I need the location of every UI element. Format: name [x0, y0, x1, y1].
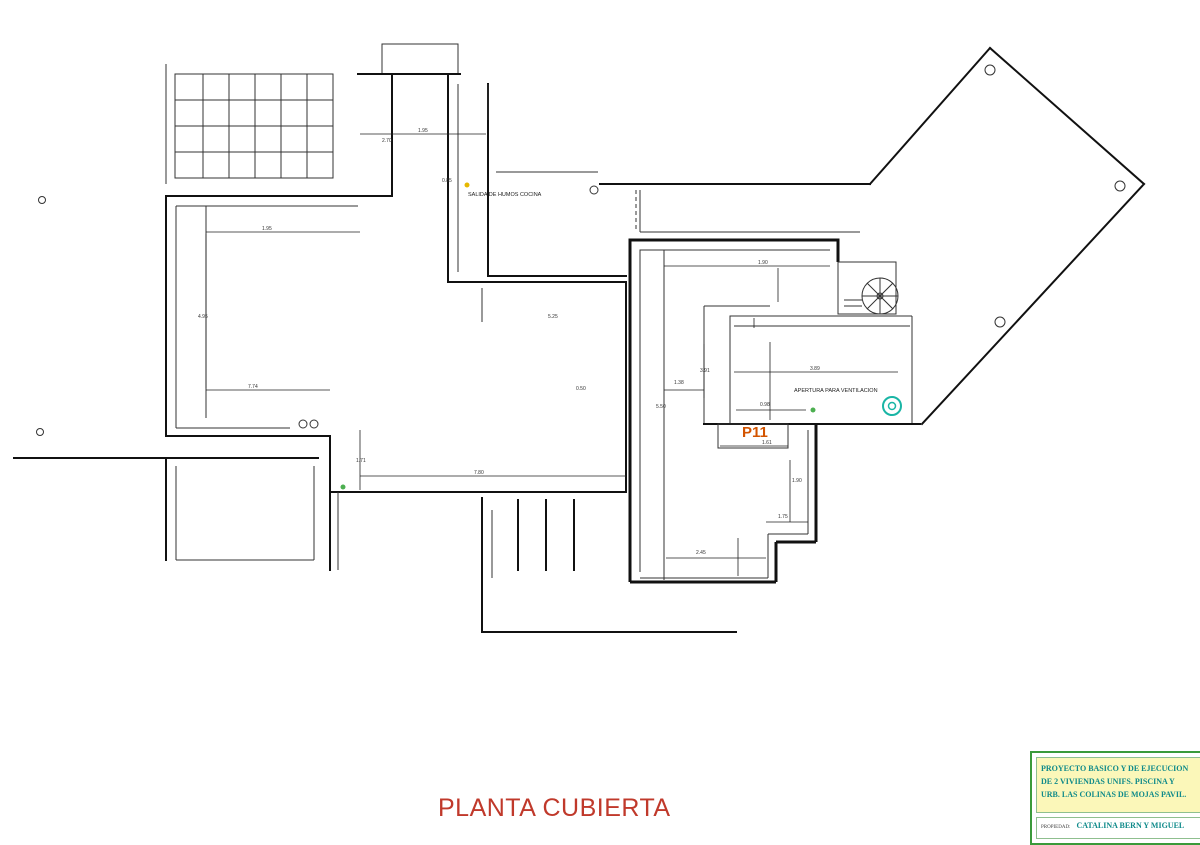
dim-label: 0.98: [760, 402, 770, 408]
ventilation-note: APERTURA PARA VENTILACION: [794, 388, 878, 394]
dim-label: 3.91: [700, 368, 710, 374]
building-outline-walls: [13, 43, 1146, 633]
title-block: PROYECTO BASICO Y DE EJECUCION DE 2 VIVI…: [1030, 751, 1200, 845]
dim-label: 7.74: [248, 384, 258, 390]
spiral-staircase: [837, 261, 899, 315]
dim-label: 5.50: [656, 404, 666, 410]
dim-label: 4.95: [198, 314, 208, 320]
dim-label: 1.71: [356, 458, 366, 464]
dimension-lines: [205, 133, 898, 576]
dim-label: 1.95: [262, 226, 272, 232]
owner-row: PROPIEDAD: CATALINA BERN Y MIGUEL: [1036, 817, 1200, 839]
dim-label: 1.95: [418, 128, 428, 134]
dim-label: 0.85: [442, 178, 452, 184]
dim-label: 1.90: [758, 260, 768, 266]
dim-label: 1.75: [778, 514, 788, 520]
solar-panel-grid: [165, 64, 334, 184]
project-line-2: DE 2 VIVIENDAS UNIFS. PISCINA Y: [1041, 777, 1175, 786]
dim-label: 0.50: [576, 386, 586, 392]
dim-label: 5.25: [548, 314, 558, 320]
dim-label: 1.61: [762, 440, 772, 446]
dim-label: 1.90: [792, 478, 802, 484]
project-line-3: URB. LAS COLINAS DE MOJAS PAVIL.: [1041, 790, 1187, 799]
owner-label: PROPIEDAD:: [1041, 825, 1071, 830]
dim-label: 3.89: [810, 366, 820, 372]
plan-annotations: SALIDA DE HUMOS COCINA APERTURA PARA VEN…: [468, 192, 878, 394]
plan-symbols: [36, 64, 1126, 490]
dim-label: 2.70: [382, 138, 392, 144]
dim-label: 7.80: [474, 470, 484, 476]
smoke-outlet-note: SALIDA DE HUMOS COCINA: [468, 192, 542, 198]
plan-marker-label: P11: [742, 424, 768, 441]
project-description: PROYECTO BASICO Y DE EJECUCION DE 2 VIVI…: [1036, 757, 1200, 813]
owner-name: CATALINA BERN Y MIGUEL: [1076, 821, 1185, 830]
dim-label: 1.38: [674, 380, 684, 386]
upper-volume-walls: [628, 238, 921, 584]
project-line-1: PROYECTO BASICO Y DE EJECUCION: [1041, 764, 1189, 773]
dim-label: 2.45: [696, 550, 706, 556]
dimension-labels: 1.95 1.95 4.95 7.74 1.71 7.80 5.25 0.50 …: [198, 128, 820, 556]
drawing-title: PLANTA CUBIERTA: [438, 794, 671, 822]
